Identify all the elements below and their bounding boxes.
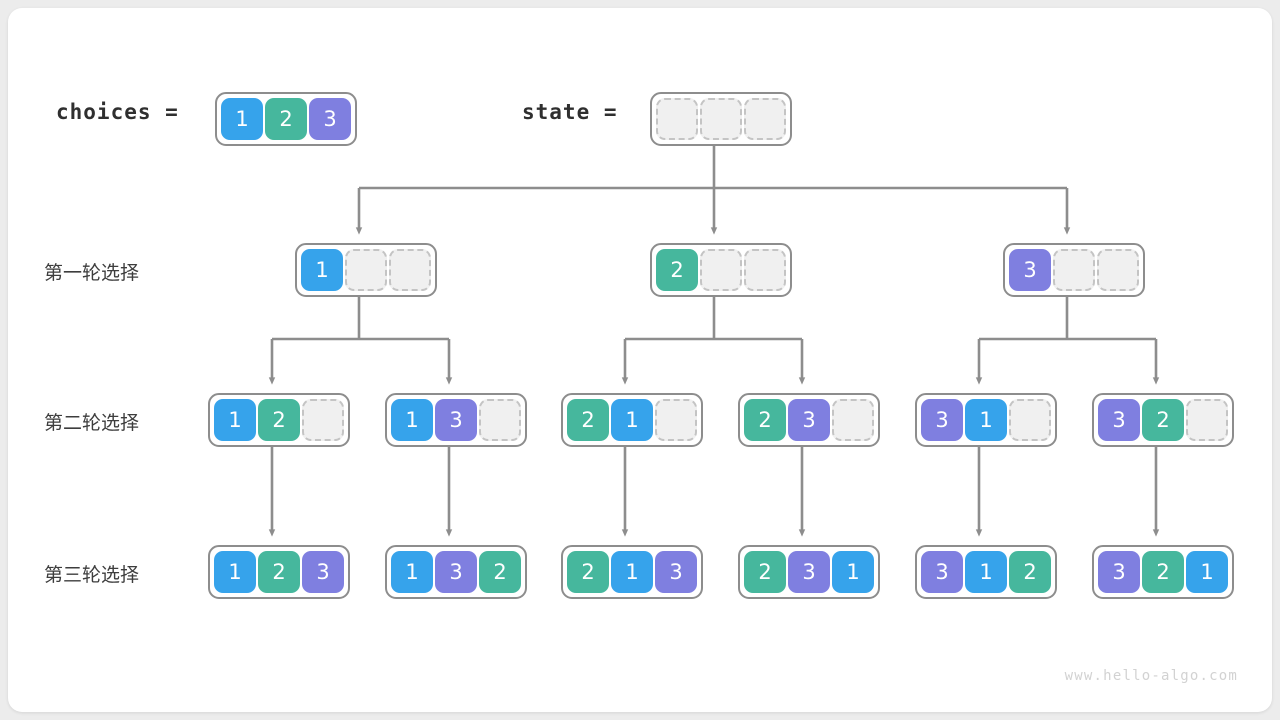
state-array bbox=[650, 92, 792, 146]
round3-node-2-cell-2: 3 bbox=[655, 551, 697, 593]
round2-node-4-cell-0: 3 bbox=[921, 399, 963, 441]
round2-node-2-cell-1: 1 bbox=[611, 399, 653, 441]
round3-node-4-cell-0: 3 bbox=[921, 551, 963, 593]
round2-node-3-cell-2 bbox=[832, 399, 874, 441]
round3-node-0-cell-1: 2 bbox=[258, 551, 300, 593]
round1-node-1-cell-2 bbox=[744, 249, 786, 291]
round3-node-1-cell-2: 2 bbox=[479, 551, 521, 593]
state-cell-1 bbox=[700, 98, 742, 140]
round1-node-2-cell-1 bbox=[1053, 249, 1095, 291]
round3-node-3-cell-0: 2 bbox=[744, 551, 786, 593]
round3-node-0-cell-2: 3 bbox=[302, 551, 344, 593]
round1-node-1-cell-1 bbox=[700, 249, 742, 291]
row-label-round3: 第三轮选择 bbox=[44, 564, 140, 586]
connector-lines bbox=[268, 138, 1160, 537]
round2-node-3-cell-0: 2 bbox=[744, 399, 786, 441]
round1-node-2-cell-0: 3 bbox=[1009, 249, 1051, 291]
choices-cell-0: 1 bbox=[221, 98, 263, 140]
watermark: www.hello-algo.com bbox=[1064, 668, 1238, 684]
choices-cell-2: 3 bbox=[309, 98, 351, 140]
round2-node-5-cell-0: 3 bbox=[1098, 399, 1140, 441]
round2-node-4-cell-1: 1 bbox=[965, 399, 1007, 441]
round1-node-2-cell-2 bbox=[1097, 249, 1139, 291]
round2-node-4-cell-2 bbox=[1009, 399, 1051, 441]
choices-label: choices = bbox=[56, 100, 179, 124]
round2-node-1-cell-1: 3 bbox=[435, 399, 477, 441]
state-cell-2 bbox=[744, 98, 786, 140]
round3-node-1-cell-1: 3 bbox=[435, 551, 477, 593]
round1-node-1: 2 bbox=[650, 243, 792, 297]
round1-node-1-cell-0: 2 bbox=[656, 249, 698, 291]
round2-node-0-cell-0: 1 bbox=[214, 399, 256, 441]
choices-cell-1: 2 bbox=[265, 98, 307, 140]
state-cell-0 bbox=[656, 98, 698, 140]
round3-node-2-cell-1: 1 bbox=[611, 551, 653, 593]
round1-node-2: 3 bbox=[1003, 243, 1145, 297]
round1-node-0: 1 bbox=[295, 243, 437, 297]
round3-node-5-cell-2: 1 bbox=[1186, 551, 1228, 593]
round2-node-0-cell-2 bbox=[302, 399, 344, 441]
round2-node-3-cell-1: 3 bbox=[788, 399, 830, 441]
round3-node-3-cell-2: 1 bbox=[832, 551, 874, 593]
round3-node-5-cell-1: 2 bbox=[1142, 551, 1184, 593]
row-label-round1: 第一轮选择 bbox=[44, 262, 140, 284]
state-label: state = bbox=[522, 100, 618, 124]
round2-node-0-cell-1: 2 bbox=[258, 399, 300, 441]
round2-node-5-cell-1: 2 bbox=[1142, 399, 1184, 441]
round3-node-4-cell-1: 1 bbox=[965, 551, 1007, 593]
round1-node-0-cell-2 bbox=[389, 249, 431, 291]
round2-node-2-cell-0: 2 bbox=[567, 399, 609, 441]
round3-node-2-cell-0: 2 bbox=[567, 551, 609, 593]
round3-node-4-cell-2: 2 bbox=[1009, 551, 1051, 593]
round1-node-0-cell-0: 1 bbox=[301, 249, 343, 291]
round2-node-5-cell-2 bbox=[1186, 399, 1228, 441]
round1-node-0-cell-1 bbox=[345, 249, 387, 291]
round2-node-1-cell-2 bbox=[479, 399, 521, 441]
round2-node-1-cell-0: 1 bbox=[391, 399, 433, 441]
round3-node-1-cell-0: 1 bbox=[391, 551, 433, 593]
round3-node-0-cell-0: 1 bbox=[214, 551, 256, 593]
round3-node-5-cell-0: 3 bbox=[1098, 551, 1140, 593]
round2-node-2-cell-2 bbox=[655, 399, 697, 441]
row-label-round2: 第二轮选择 bbox=[44, 412, 140, 434]
round3-node-3-cell-1: 3 bbox=[788, 551, 830, 593]
